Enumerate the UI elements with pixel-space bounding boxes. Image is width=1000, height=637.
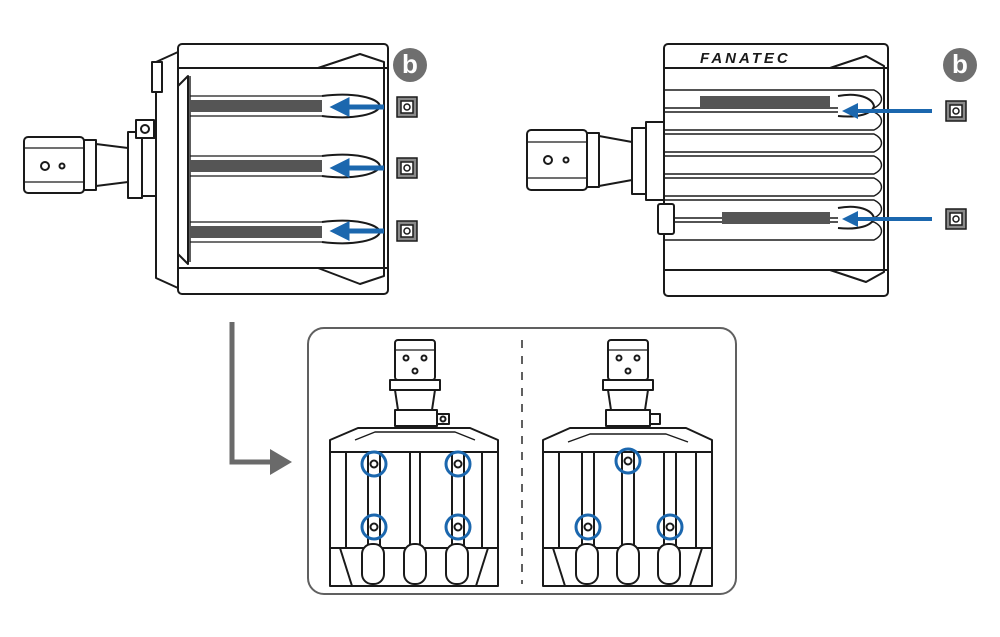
highlight-circle-icon xyxy=(360,513,388,541)
callout-circle-icon xyxy=(393,48,427,82)
left-slide-nuts xyxy=(396,96,418,242)
slide-nut-icon xyxy=(396,157,418,179)
slide-nut-icon xyxy=(396,220,418,242)
slide-nut-icon xyxy=(396,96,418,118)
brand-logo: FANATEC xyxy=(700,50,791,67)
highlight-circle-icon xyxy=(656,513,684,541)
callout-circle-icon xyxy=(943,48,977,82)
right-insert-arrows xyxy=(842,103,932,227)
highlight-circle-icon xyxy=(444,450,472,478)
detail-right-highlights xyxy=(574,447,684,541)
callout-b-left: b xyxy=(393,48,427,82)
right-slide-nuts xyxy=(945,100,967,230)
detail-left-highlights xyxy=(360,450,472,541)
detail-motor-right xyxy=(542,339,713,587)
detail-motor-left xyxy=(329,339,499,587)
callout-label: b xyxy=(952,49,968,79)
right-motor-side-view xyxy=(526,43,889,297)
highlight-circle-icon xyxy=(444,513,472,541)
left-insert-arrows xyxy=(329,97,384,241)
highlight-circle-icon xyxy=(614,447,642,475)
callout-b-right: b xyxy=(943,48,977,82)
slide-nut-icon xyxy=(945,208,967,230)
left-motor-side-view xyxy=(23,43,389,295)
highlight-circle-icon xyxy=(360,450,388,478)
flow-arrow-icon xyxy=(229,322,292,475)
slide-nut-icon xyxy=(945,100,967,122)
highlight-circle-icon xyxy=(574,513,602,541)
callout-label: b xyxy=(402,49,418,79)
